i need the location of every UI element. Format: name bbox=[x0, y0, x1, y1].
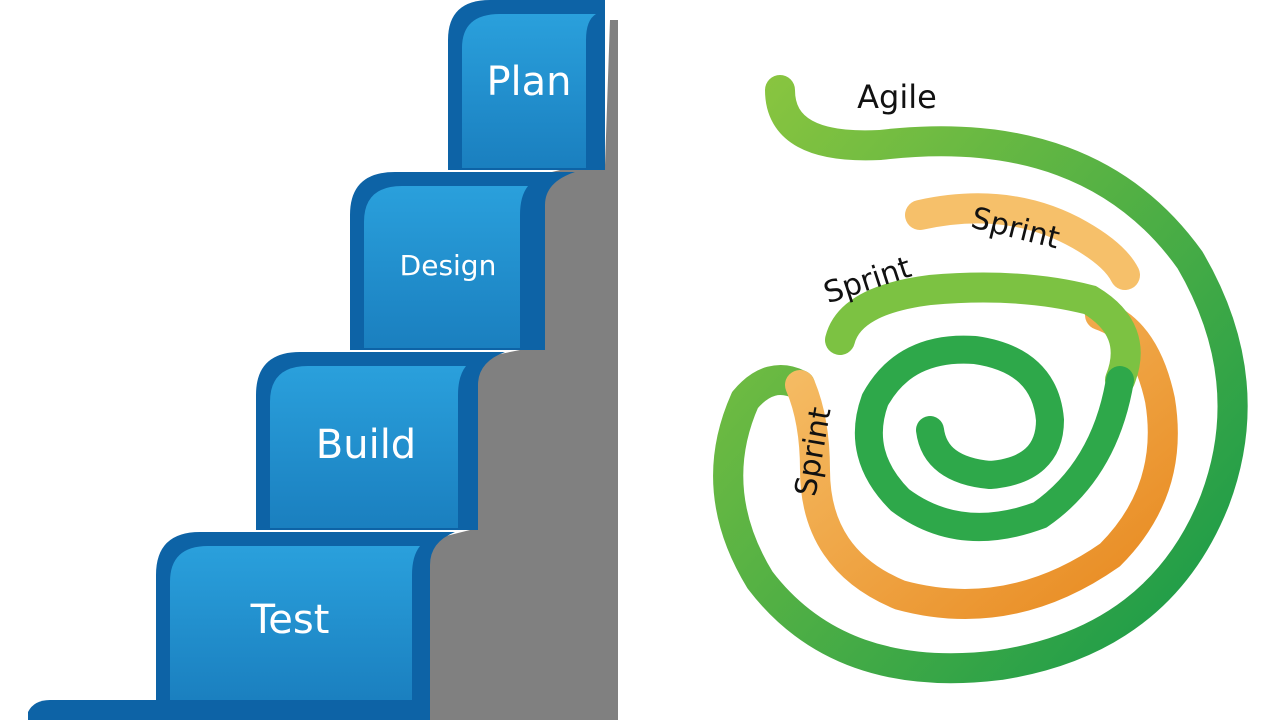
step-plan-label: Plan bbox=[486, 59, 571, 105]
spiral-outer-green bbox=[713, 75, 1248, 684]
spiral-middle-green bbox=[825, 272, 1141, 395]
spiral-inner-green bbox=[854, 335, 1134, 541]
agile-spiral: Agile Sprint Sprint Sprint bbox=[713, 75, 1248, 684]
step-build-label: Build bbox=[316, 422, 416, 468]
waterfall-staircase: Plan Design Build Test bbox=[28, 0, 618, 720]
step-test: Test bbox=[156, 532, 455, 705]
step-design: Design bbox=[350, 172, 575, 350]
step-test-label: Test bbox=[250, 597, 330, 643]
spiral-orange-upper bbox=[905, 193, 1140, 290]
agile-label: Agile bbox=[857, 78, 937, 116]
step-test-face bbox=[170, 546, 420, 703]
step-design-face bbox=[364, 186, 528, 348]
step-plan-face bbox=[462, 14, 596, 168]
staircase-base bbox=[28, 700, 430, 720]
spiral-orange-lower bbox=[785, 300, 1178, 619]
step-design-label: Design bbox=[400, 249, 497, 282]
step-build-face bbox=[270, 366, 466, 528]
staircase-shadow bbox=[430, 20, 618, 720]
step-plan: Plan bbox=[448, 0, 605, 170]
step-build: Build bbox=[256, 352, 505, 530]
